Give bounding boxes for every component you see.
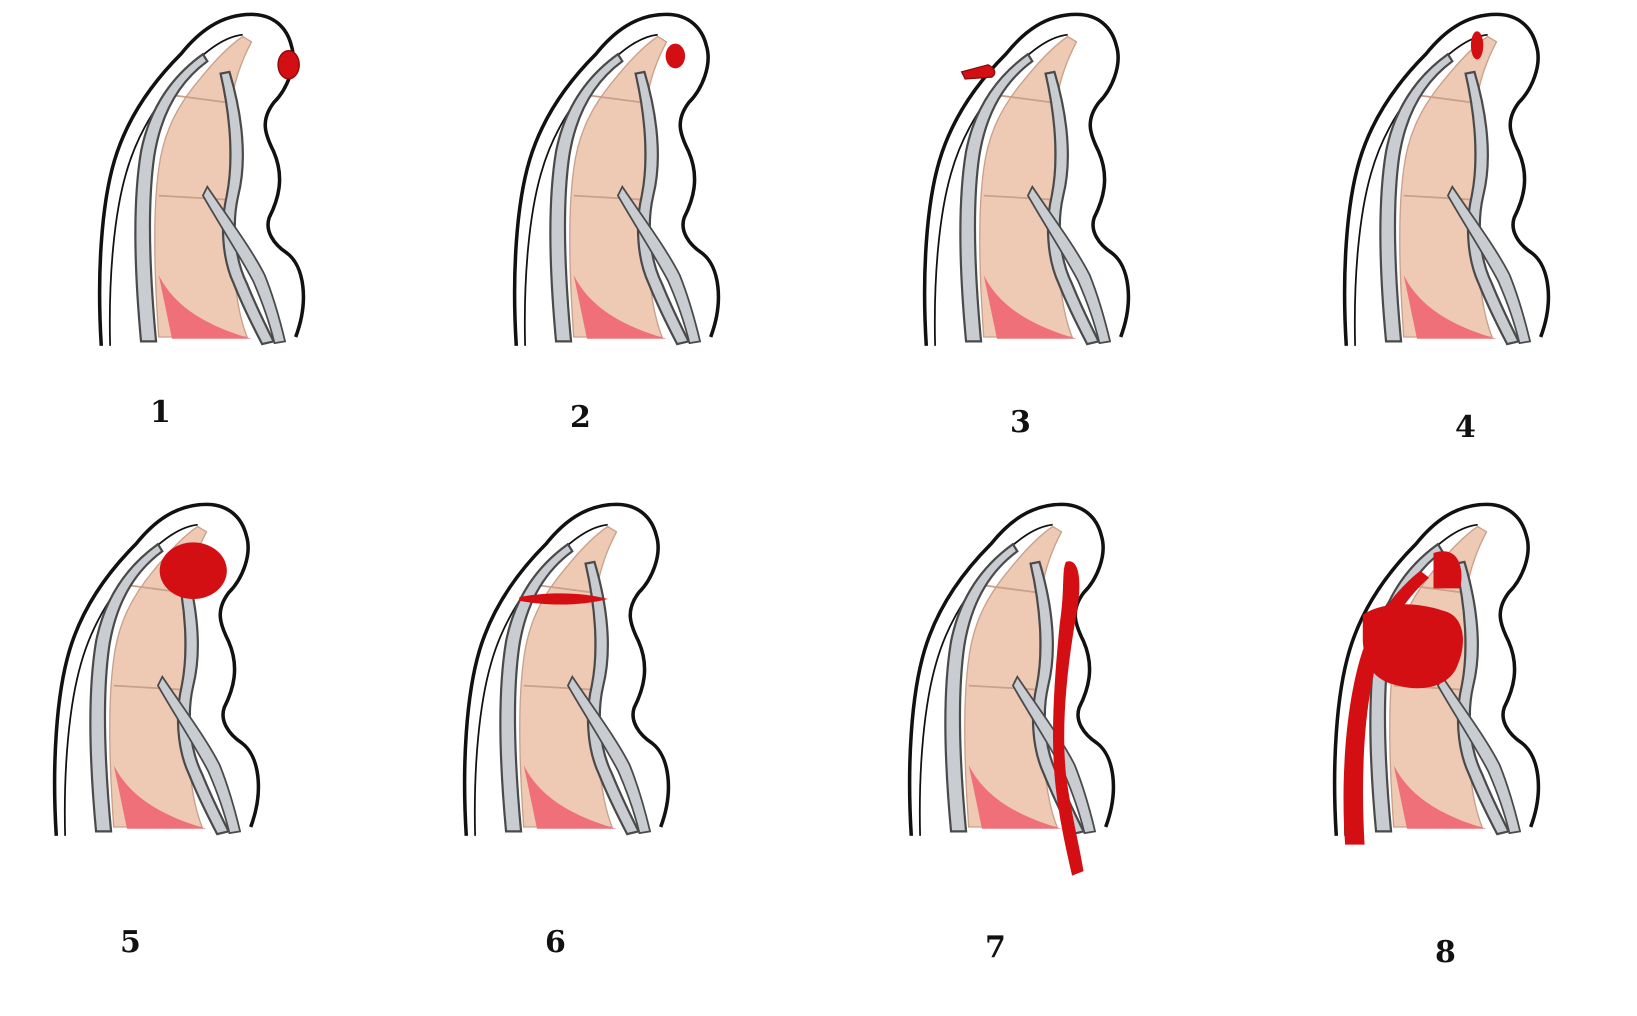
figure-label-8: 8	[1435, 935, 1456, 970]
finger-figure-2	[470, 10, 810, 390]
figure-label-6: 6	[545, 925, 566, 960]
finger-figure-8	[1290, 500, 1630, 880]
finger-figure-6	[420, 500, 760, 880]
finger-figure-7	[865, 500, 1205, 880]
finger-figure-3	[880, 10, 1220, 390]
figure-label-1: 1	[150, 395, 171, 430]
lesion-distal-bone-tip	[1471, 31, 1483, 59]
lesion-dorsal-nail-base	[962, 65, 995, 79]
figure-label-2: 2	[570, 400, 591, 435]
figure-label-5: 5	[120, 925, 141, 960]
lesion-large-ball	[160, 542, 227, 599]
lesion-dot-pulp	[666, 44, 685, 69]
finger-figure-5	[10, 500, 350, 880]
finger-figure-1	[55, 10, 395, 390]
lesion-ball-tip	[278, 51, 299, 79]
figure-label-4: 4	[1455, 410, 1476, 445]
figure-label-3: 3	[1010, 405, 1031, 440]
finger-figure-4	[1300, 10, 1637, 390]
figure-label-7: 7	[985, 930, 1006, 965]
